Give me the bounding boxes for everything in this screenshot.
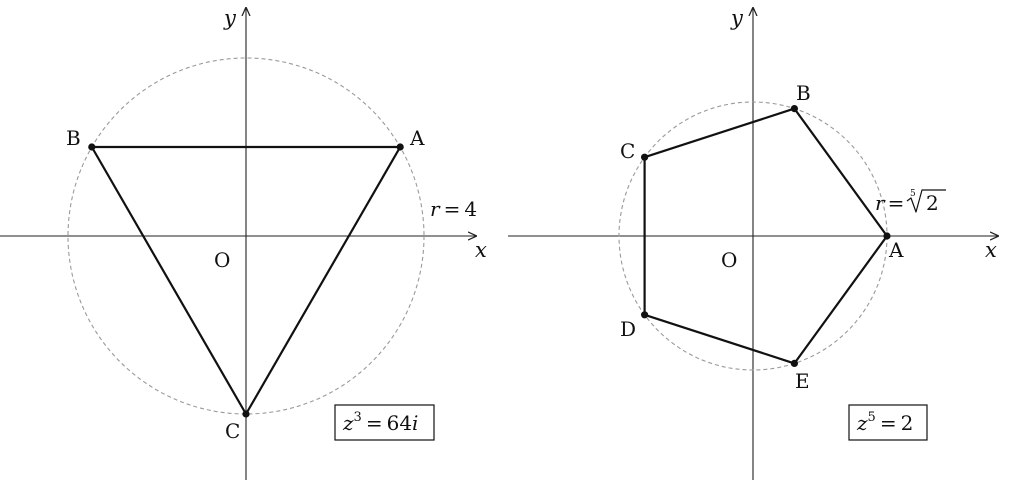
svg-text:r=: r= xyxy=(875,191,904,215)
right-vertex-dot-b xyxy=(790,105,799,113)
right-diagram: A B C D E O x y r= 5 2 z5=2 xyxy=(508,6,998,480)
left-vertex-dot-c xyxy=(242,410,250,418)
right-y-axis-label: y xyxy=(730,6,744,30)
left-equation-base: z xyxy=(342,411,354,435)
right-vertex-label-e: E xyxy=(795,369,810,393)
left-radius-value: 4 xyxy=(464,197,477,221)
right-radius-eq: = xyxy=(888,191,905,215)
right-equation-base: z xyxy=(856,411,868,435)
right-origin-label: O xyxy=(721,248,737,272)
left-y-axis-label: y xyxy=(223,6,237,30)
left-vertex-dot-a xyxy=(396,143,404,151)
right-equation: z5 =2 xyxy=(856,410,913,435)
right-vertex-label-a: A xyxy=(888,238,904,262)
left-equation-eq: = xyxy=(366,411,383,435)
left-vertex-label-c: C xyxy=(225,419,240,443)
right-radius-var: r xyxy=(875,191,886,215)
left-radius-label: r=4 xyxy=(430,197,477,221)
left-x-axis-label: x xyxy=(475,238,487,262)
right-radius-label: r= 5 2 xyxy=(875,189,946,215)
right-vertex-label-d: D xyxy=(620,317,636,341)
left-equation: z3 =64i xyxy=(342,410,418,435)
left-radius-var: r xyxy=(430,197,441,221)
radical-sign xyxy=(906,189,946,213)
right-equation-eq: = xyxy=(880,411,897,435)
right-vertex-dot-c xyxy=(641,153,649,161)
right-vertex-dots xyxy=(641,105,891,367)
right-pentagon xyxy=(643,107,889,365)
right-vertex-label-c: C xyxy=(620,139,635,163)
left-vertex-label-b: B xyxy=(66,126,81,150)
right-vertex-dot-e xyxy=(790,359,799,367)
left-circle xyxy=(67,57,425,415)
left-vertex-label-a: A xyxy=(409,126,425,150)
left-vertex-dot-b xyxy=(88,143,96,151)
left-equation-box xyxy=(334,404,435,441)
left-radius-eq: = xyxy=(444,197,461,221)
left-diagram: A B C O x y r=4 z3=64i xyxy=(0,6,487,480)
left-equation-rhs: 64 xyxy=(387,411,412,435)
left-origin-label: O xyxy=(214,248,230,272)
right-vertex-label-b: B xyxy=(796,81,811,105)
left-equation-imag: i xyxy=(412,411,418,435)
right-radius-radicand: 2 xyxy=(926,191,939,215)
right-vertex-dot-a xyxy=(883,232,891,240)
right-radius-root-index: 5 xyxy=(910,189,916,199)
right-equation-rhs: 2 xyxy=(901,411,914,435)
right-equation-exponent: 5 xyxy=(868,410,876,425)
left-triangle xyxy=(90,145,402,416)
right-x-axis-label: x xyxy=(985,238,997,262)
right-vertex-dot-d xyxy=(641,311,649,319)
right-equation-box xyxy=(848,404,928,441)
left-equation-exponent: 3 xyxy=(354,410,362,425)
left-vertex-dots xyxy=(88,143,404,418)
